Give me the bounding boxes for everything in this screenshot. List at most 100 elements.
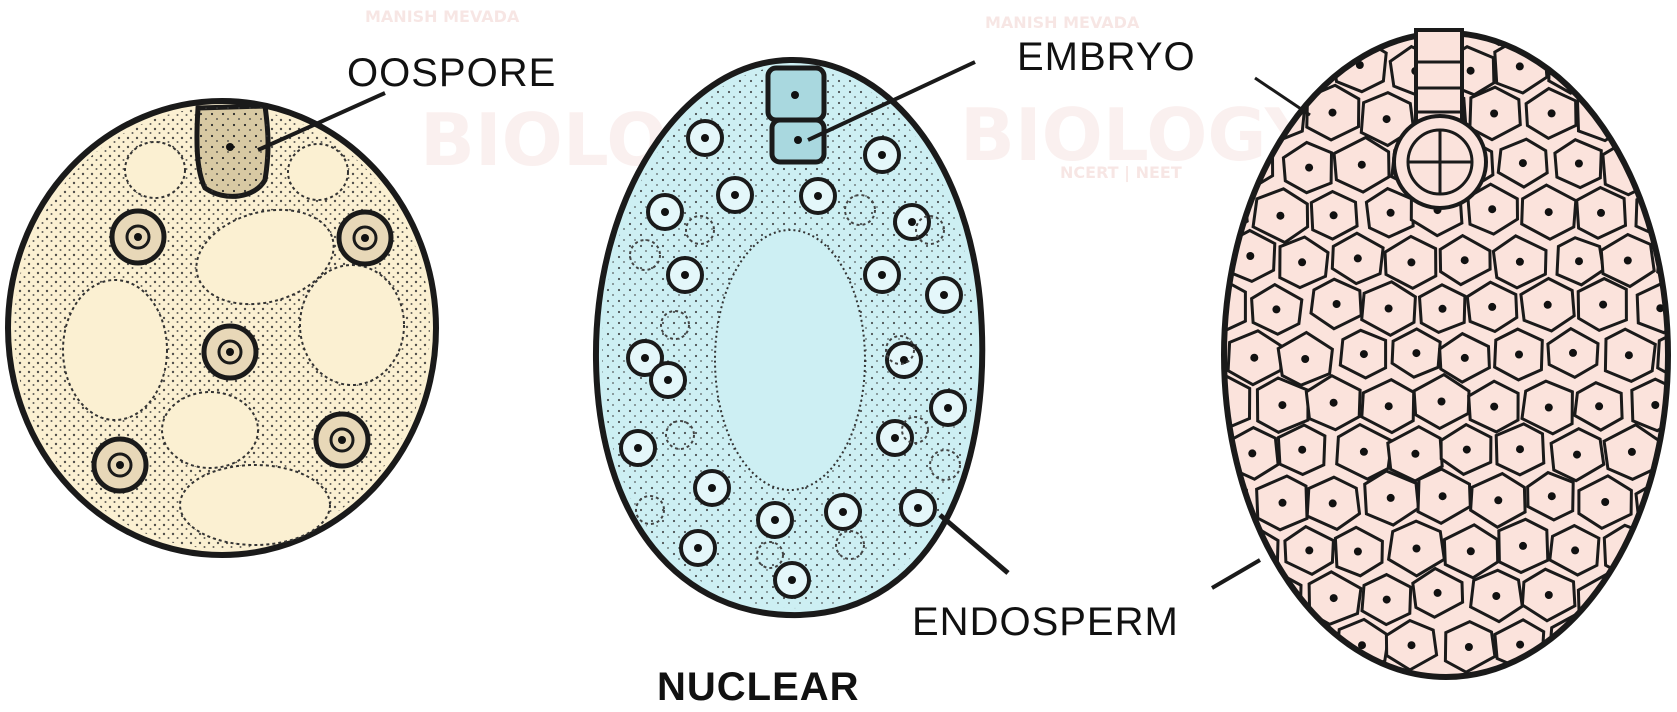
- cell-nucleus: [1437, 15, 1445, 23]
- cell-nucleus: [1278, 401, 1287, 410]
- endosperm-cell: [1273, 39, 1329, 95]
- embryo-leader-line-cellular: [1254, 76, 1311, 117]
- cell-nucleus: [1274, 14, 1282, 22]
- cell-nucleus: [1250, 353, 1259, 362]
- cell-nucleus: [1407, 641, 1416, 650]
- endosperm-cell: [1655, 134, 1668, 190]
- cell-nucleus: [1544, 208, 1553, 217]
- cell-nucleus: [1382, 595, 1391, 604]
- oospore-leader-line: [257, 91, 386, 152]
- cell-nucleus: [1248, 449, 1257, 458]
- cell-nucleus: [1651, 401, 1660, 409]
- endosperm-leader-line-cellular: [1210, 558, 1262, 590]
- cell-nucleus: [1328, 499, 1337, 508]
- cell-nucleus: [1332, 300, 1341, 308]
- endosperm-cell: [1626, 33, 1668, 51]
- cell-nucleus: [1411, 449, 1420, 458]
- endosperm-cell: [1224, 33, 1251, 47]
- endosperm-cell: [1656, 329, 1668, 382]
- cell-nucleus: [1599, 300, 1608, 309]
- cell-nucleus: [1494, 16, 1502, 24]
- endosperm-cell: [1658, 520, 1668, 577]
- cell-nucleus: [1328, 108, 1337, 117]
- oospore-label: OOSPORE: [347, 51, 556, 95]
- nucleus-dot: [878, 271, 886, 279]
- cell-nucleus: [1574, 159, 1583, 168]
- cell-nucleus: [1569, 348, 1577, 357]
- vacuoles: [62, 141, 405, 546]
- cell-nucleus: [1329, 211, 1338, 220]
- cell-nucleus: [1466, 547, 1475, 556]
- endosperm-cell: [1250, 33, 1305, 47]
- embryo-leader-line: [807, 60, 976, 142]
- nucleus-dot: [771, 516, 779, 524]
- watermark-tagline: NCERT | NEET: [1060, 163, 1182, 183]
- cell-nucleus: [1384, 304, 1393, 313]
- cell-nucleus: [1545, 13, 1553, 21]
- cell-nucleus: [1573, 450, 1581, 459]
- nuclear-stage: EMBRYO NUCLEAR: [592, 35, 1195, 709]
- endosperm-cell: [1574, 33, 1631, 49]
- nucleus-dot: [944, 404, 952, 412]
- cell-nucleus: [1656, 108, 1665, 117]
- cell-nucleus: [1494, 496, 1503, 505]
- cell-nucleus: [1329, 594, 1338, 603]
- endosperm-label: ENDOSPERM: [912, 600, 1179, 644]
- cell-nucleus: [1298, 258, 1307, 267]
- nucleus-dot: [664, 376, 672, 384]
- cell-nucleus: [1224, 207, 1225, 216]
- cell-nucleus: [1412, 544, 1421, 553]
- cell-nucleus: [1359, 447, 1368, 456]
- endosperm-cell: [1632, 85, 1668, 140]
- nucleus-dot: [900, 356, 908, 364]
- endosperm-cell: [1224, 568, 1246, 621]
- nucleus-dot: [814, 192, 822, 200]
- cell-nucleus: [1516, 640, 1525, 649]
- cell-nucleus: [1382, 115, 1391, 124]
- cell-nucleus: [1301, 355, 1310, 363]
- endosperm-cell: [1575, 87, 1628, 143]
- cell-nucleus: [1244, 62, 1253, 71]
- cell-nucleus: [1655, 592, 1664, 601]
- cell-nucleus: [1381, 15, 1389, 23]
- nucleus-dot: [891, 434, 899, 442]
- cell-nucleus: [1490, 109, 1499, 118]
- cell-nucleus: [1627, 65, 1636, 74]
- nuclear-caption: NUCLEAR: [657, 665, 860, 709]
- cell-nucleus: [1278, 498, 1287, 507]
- cell-nucleus: [1492, 592, 1501, 600]
- endosperm-cell: [1655, 36, 1668, 92]
- endosperm-cell: [1604, 42, 1658, 96]
- cell-nucleus: [1305, 163, 1314, 172]
- cell-nucleus: [1597, 208, 1605, 217]
- cell-nucleus: [1224, 590, 1226, 599]
- cell-nucleus: [1656, 499, 1665, 508]
- cell-nucleus: [1466, 66, 1475, 75]
- endosperm-cell: [1651, 611, 1668, 670]
- cell-nucleus: [1330, 16, 1338, 24]
- cell-nucleus: [1488, 302, 1497, 311]
- cell-nucleus: [1519, 541, 1527, 550]
- cell-nucleus: [1250, 638, 1259, 647]
- cell-nucleus: [1386, 208, 1395, 217]
- endosperm-cell: [1601, 616, 1655, 670]
- nuclear-small-vacuoles: [629, 194, 961, 569]
- embryo-cell: [765, 65, 827, 165]
- endosperm-cell: [1631, 567, 1668, 626]
- cell-nucleus: [1460, 256, 1469, 265]
- endosperm-leader-line-nuclear: [938, 513, 1010, 575]
- cell-nucleus: [1437, 397, 1446, 406]
- free-nuclei: [91, 208, 394, 494]
- endosperm-cell: [1306, 33, 1360, 46]
- cell-nucleus: [1412, 349, 1421, 358]
- cell-nucleus: [1488, 205, 1497, 214]
- cell-nucleus: [1651, 18, 1659, 26]
- cell-nucleus: [1543, 300, 1552, 309]
- nucleus-dot: [878, 151, 886, 159]
- nucleus-dot: [701, 134, 709, 142]
- cell-nucleus: [1599, 16, 1607, 24]
- cell-nucleus: [1359, 350, 1368, 359]
- nucleus-dot: [694, 544, 702, 552]
- endosperm-cell: [1225, 615, 1282, 671]
